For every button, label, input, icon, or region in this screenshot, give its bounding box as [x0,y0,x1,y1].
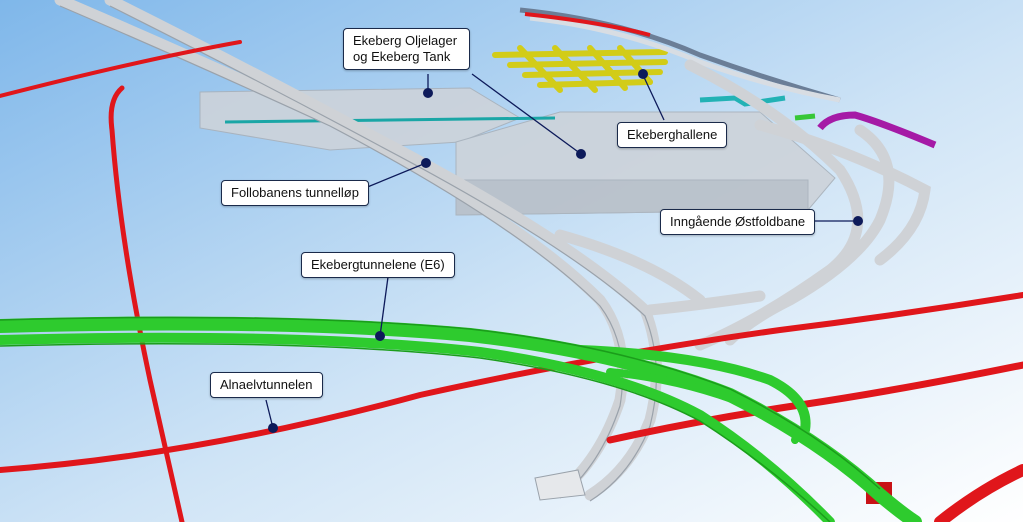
label-alnaelvtunnelen: Alnaelvtunnelen [210,372,323,398]
label-follobanens-tunnellop: Follobanens tunnelløp [221,180,369,206]
red-tunnel-top [524,12,651,37]
label-ekeberg-oljelager: Ekeberg Oljelager og Ekeberg Tank [343,28,470,70]
ekeberghallene-halls [492,45,668,93]
tunnel-portal [534,469,586,501]
ekeberg-e6-tunnel-shading [0,316,881,522]
grey-rail-tunnel-edges [59,5,658,502]
teal-cavern [699,95,786,107]
teal-tunnel-strip [224,116,556,124]
green-stub [794,113,816,121]
grey-rail-tunnels [54,0,931,501]
oljelager-caverns [199,87,836,216]
road-tunnel-top [519,7,841,103]
label-ekeberg-oljelager-line1: Ekeberg Oljelager [353,33,458,48]
label-inngaende-ostfoldbane: Inngående Østfoldbane [660,209,816,235]
marker-dots [268,69,863,433]
label-ekebergtunnelene: Ekebergtunnelene (E6) [301,252,455,278]
label-ekeberghallene: Ekeberghallene [617,122,728,148]
magenta-tunnel [817,111,937,149]
label-ekeberg-oljelager-line2: og Ekeberg Tank [353,49,451,64]
ekeberg-e6-tunnels [0,316,922,522]
